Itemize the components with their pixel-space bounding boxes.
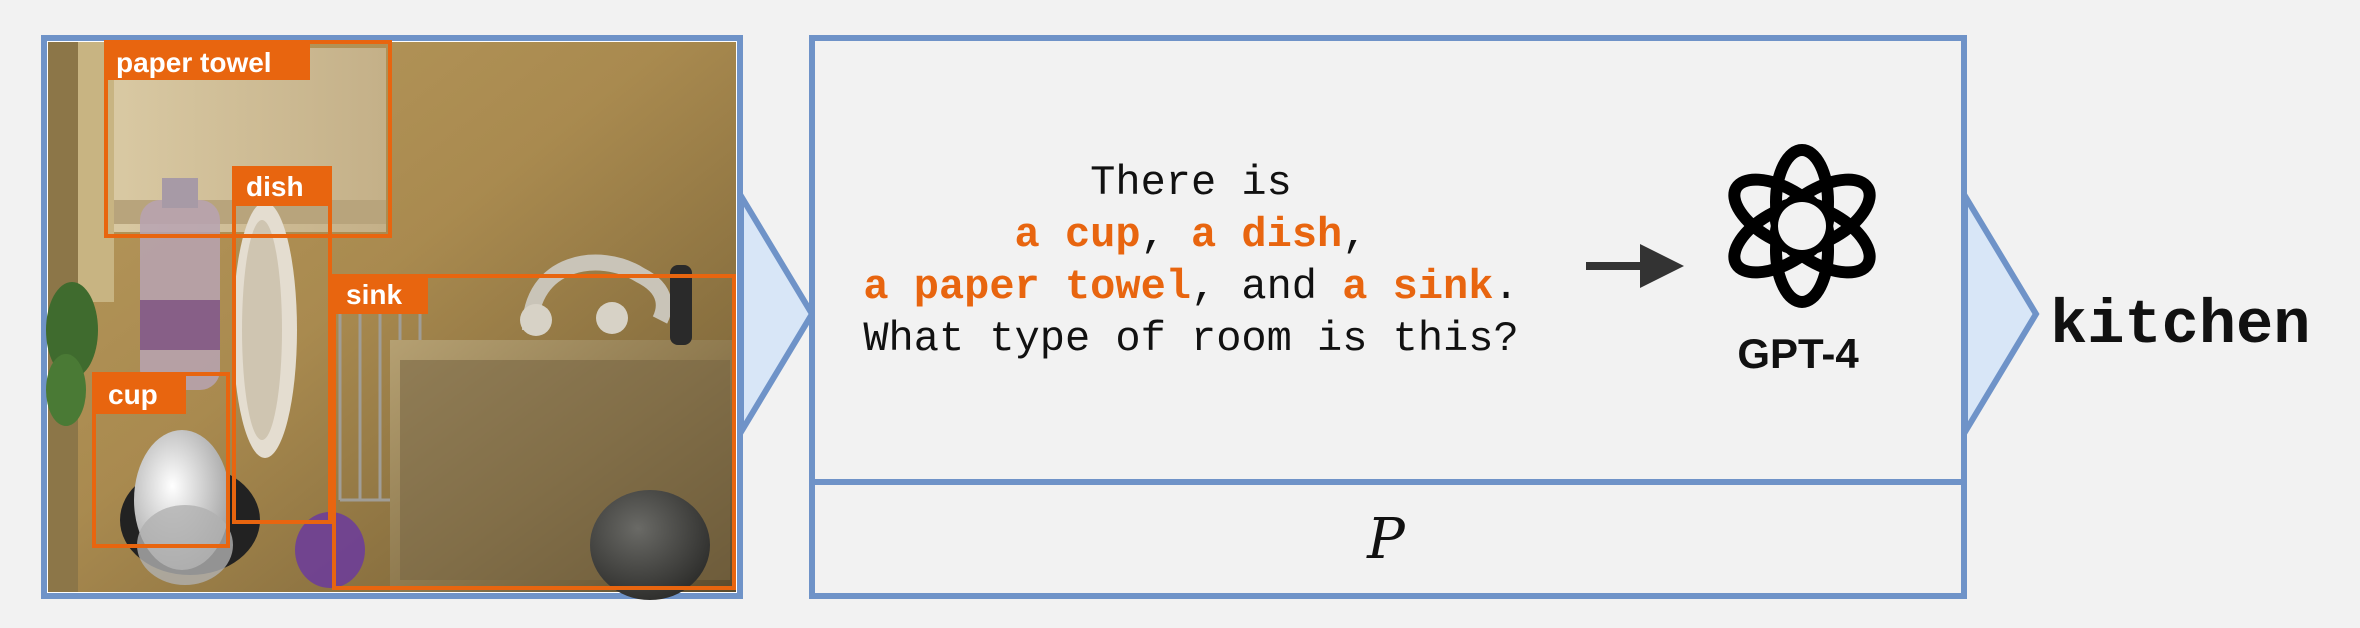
prompt-object-dish: a dish [1191,211,1342,259]
model-label: GPT-4 [1737,330,1859,377]
label-dish: dish [246,171,304,202]
scene-photo: paper towel dish sink cup [41,35,743,600]
prompt-panel: There is a cup, a dish, a paper towel, a… [809,35,1967,599]
prompt-comma: , [1342,211,1367,259]
prompt-question: What type of room is this? [863,315,1518,363]
prompt-frame [809,35,1967,599]
prompt-line-3: a paper towel, and a sink. [863,263,1518,311]
prompt-and: , and [1191,263,1342,311]
label-sink: sink [346,279,402,310]
prompt-period: . [1493,263,1518,311]
openai-logo-icon [1728,144,1876,308]
bbox-sink [332,274,736,590]
arrow-right-icon [1586,244,1684,288]
prompt-object-cup: a cup [1015,211,1141,259]
prompt-line-1: There is [1090,159,1292,207]
prompt-line-2: a cup, a dish, [1015,211,1368,259]
prompt-object-paper-towel: a paper towel [863,263,1191,311]
prompt-object-sink: a sink [1342,263,1493,311]
label-cup: cup [108,379,158,410]
prompt-symbol: P [1366,507,1406,572]
arrow-photo-to-prompt [738,185,816,443]
arrow-prompt-to-output [1962,185,2040,443]
label-paper-towel: paper towel [116,47,272,78]
prompt-separator: , [1141,211,1191,259]
output-label: kitchen [2050,290,2310,361]
